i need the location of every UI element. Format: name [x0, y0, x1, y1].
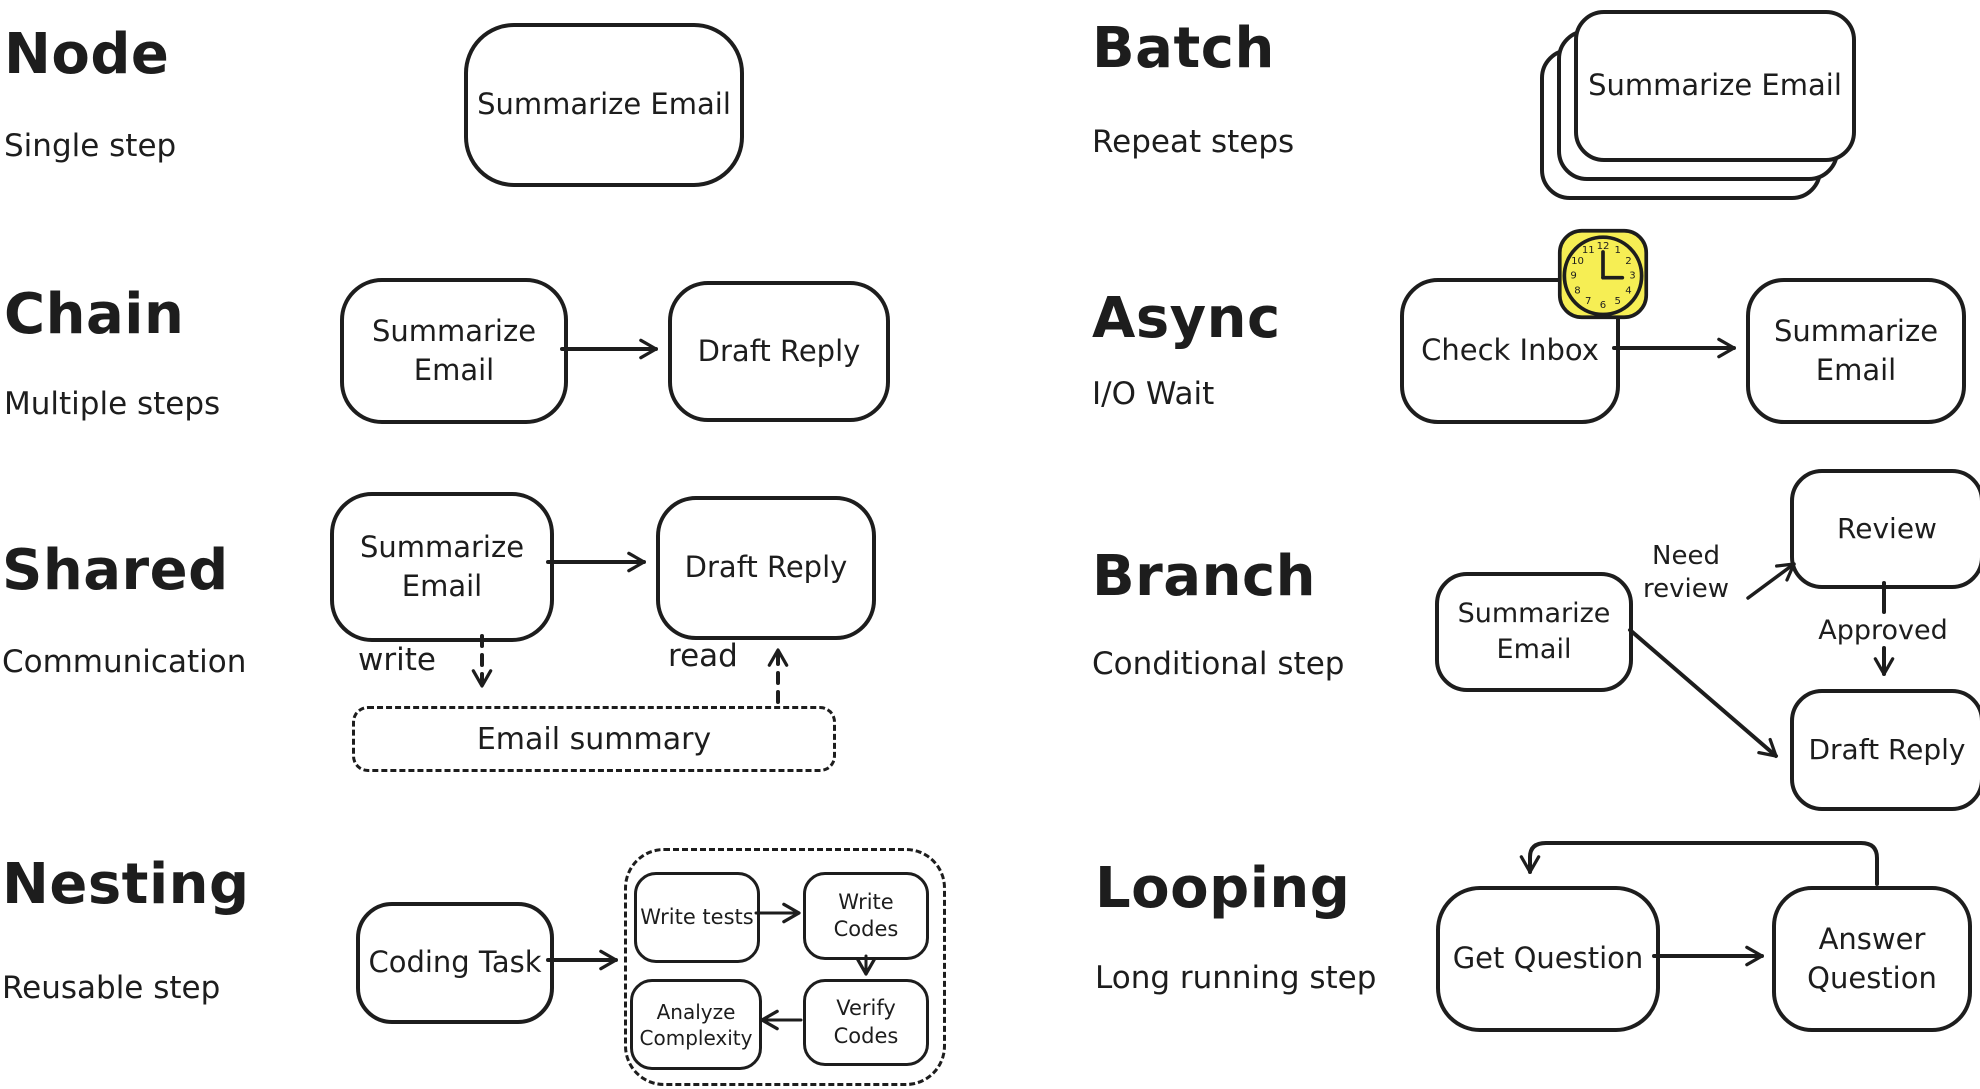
- async-title: Async: [1092, 286, 1281, 351]
- nesting-box-write-tests: Write tests: [634, 872, 760, 963]
- nesting-box-write-codes: Write Codes: [803, 872, 929, 960]
- clock-number-1: 1: [1615, 245, 1621, 256]
- shared-box-summarize-email: Summarize Email: [330, 492, 554, 642]
- looping-subtitle: Long running step: [1095, 960, 1377, 996]
- chain-box-summarize-email: Summarize Email: [340, 278, 568, 424]
- batch-title: Batch: [1092, 16, 1275, 81]
- need-review-label: Need review: [1643, 541, 1729, 604]
- branch-direct-arrow: [1628, 628, 1778, 758]
- branch-box-draft-reply: Draft Reply: [1790, 689, 1980, 811]
- shared-box-draft-reply: Draft Reply: [656, 496, 876, 640]
- read-label: read: [668, 638, 738, 674]
- clock-number-8: 8: [1574, 285, 1580, 296]
- looping-box-get-question: Get Question: [1436, 886, 1660, 1032]
- shared-title: Shared: [2, 538, 229, 603]
- async-box-summarize-email: Summarize Email: [1746, 278, 1966, 424]
- nesting-box-coding-task: Coding Task: [356, 902, 554, 1024]
- nesting-title: Nesting: [2, 852, 250, 917]
- clock-number-5: 5: [1615, 296, 1621, 307]
- node-box-summarize-email: Summarize Email: [464, 23, 744, 187]
- clock-number-4: 4: [1625, 285, 1631, 296]
- branch-title: Branch: [1092, 544, 1317, 609]
- branch-subtitle: Conditional step: [1092, 646, 1345, 682]
- chain-subtitle: Multiple steps: [4, 386, 221, 422]
- nesting-box-verify-codes: Verify Codes: [803, 979, 929, 1066]
- node-title: Node: [4, 22, 170, 87]
- approved-label: Approved: [1818, 615, 1948, 646]
- looping-loopback-arrow: [1519, 841, 1879, 886]
- branch-need-review-arrow: [1746, 562, 1796, 600]
- looping-box-answer-question: Answer Question: [1772, 886, 1972, 1032]
- shared-store-email-summary: Email summary: [352, 706, 836, 772]
- clock-number-7: 7: [1585, 296, 1591, 307]
- nesting-subtitle: Reusable step: [2, 970, 221, 1006]
- clock-number-11: 11: [1582, 245, 1595, 256]
- clock-number-12: 12: [1597, 241, 1610, 252]
- clock-number-3: 3: [1629, 271, 1635, 282]
- chain-box-draft-reply: Draft Reply: [668, 281, 890, 422]
- nesting-box-analyze-complexity: Analyze Complexity: [630, 979, 762, 1070]
- branch-box-review: Review: [1790, 469, 1980, 589]
- clock-number-10: 10: [1571, 256, 1584, 267]
- batch-subtitle: Repeat steps: [1092, 124, 1295, 160]
- shared-subtitle: Communication: [2, 644, 247, 680]
- chain-title: Chain: [4, 282, 185, 347]
- clock-number-9: 9: [1570, 271, 1576, 282]
- async-subtitle: I/O Wait: [1092, 376, 1215, 412]
- batch-card-front: Summarize Email: [1574, 10, 1856, 162]
- clock-number-6: 6: [1600, 300, 1606, 311]
- write-label: write: [358, 642, 436, 678]
- node-subtitle: Single step: [4, 128, 177, 164]
- looping-title: Looping: [1095, 856, 1351, 921]
- branch-box-summarize-email: Summarize Email: [1435, 572, 1633, 692]
- clock-number-2: 2: [1625, 256, 1631, 267]
